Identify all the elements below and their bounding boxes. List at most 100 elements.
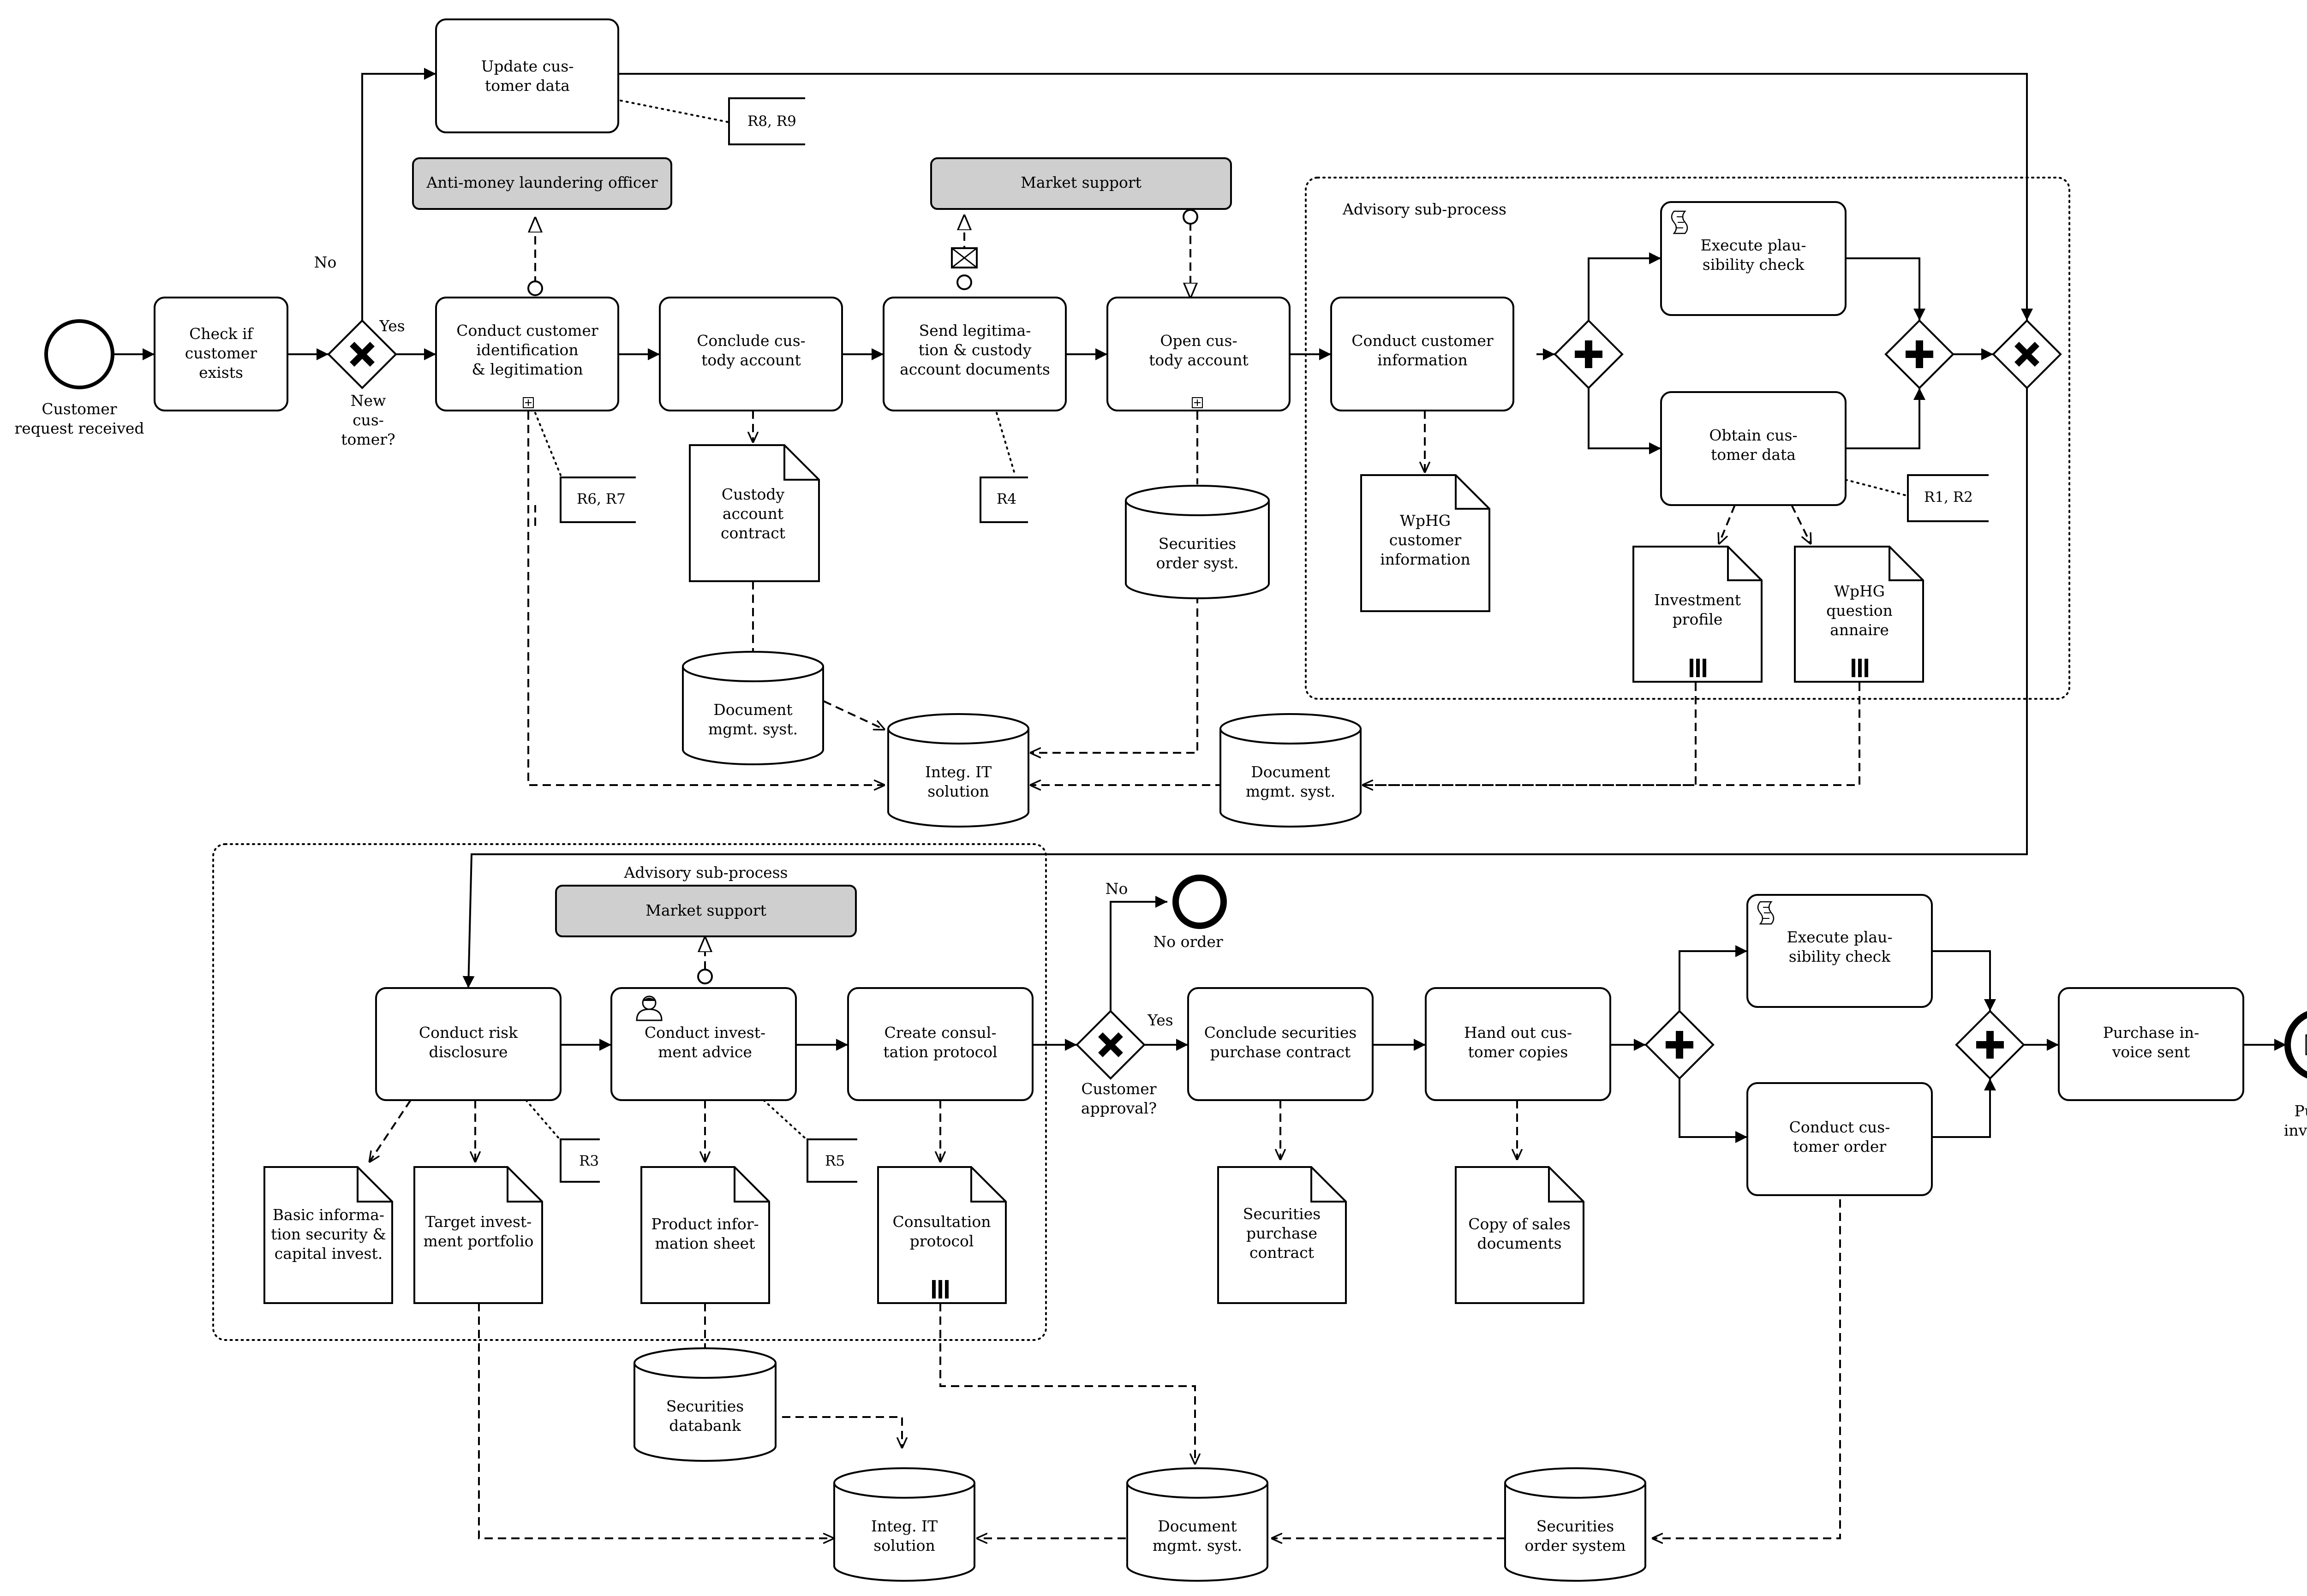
task-obtain-customer-data: Obtain cus-tomer data — [1660, 391, 1847, 506]
parallel-plus-icon — [1906, 340, 1933, 368]
role-market-support-1: Market support — [930, 157, 1232, 210]
gateway-customer-approval — [1076, 1010, 1146, 1080]
svg-text:Product infor-mation sheet: Product infor-mation sheet — [651, 1215, 759, 1252]
advisory-group-1 — [1305, 177, 2070, 700]
collection-marker-icon — [932, 1280, 949, 1298]
exclusive-x-icon — [1098, 1032, 1123, 1057]
svg-text:Open cus-tody account: Open cus-tody account — [1149, 332, 1249, 369]
svg-text:R4: R4 — [997, 491, 1016, 507]
gateway-exclusive-merge — [1992, 319, 2062, 389]
no-order-end-event — [1172, 875, 1227, 929]
task-customer-order: Conduct cus-tomer order — [1746, 1082, 1933, 1196]
message-icon — [951, 247, 978, 268]
svg-text:R8, R9: R8, R9 — [747, 113, 796, 130]
svg-text:R5: R5 — [825, 1153, 845, 1169]
annotation-r5: R5 — [807, 1138, 857, 1183]
flow-label-yes-bottom: Yes — [1147, 1011, 1173, 1029]
subprocess-marker-icon — [523, 397, 534, 408]
svg-text:Conduct invest-ment advice: Conduct invest-ment advice — [645, 1024, 765, 1061]
gateway-parallel-split-2 — [1644, 1010, 1715, 1080]
svg-text:Create consul-tation protocol: Create consul-tation protocol — [883, 1024, 997, 1061]
role-market-support-2: Market support — [555, 885, 857, 937]
end-event-label: Purchaseinvoice sent — [2284, 1102, 2307, 1139]
advisory-group-1-label: Advisory sub-process — [1342, 200, 1506, 218]
task-consultation-protocol: Create consul-tation protocol — [847, 987, 1034, 1101]
task-hand-out-copies: Hand out cus-tomer copies — [1425, 987, 1611, 1101]
exclusive-x-icon — [350, 342, 375, 367]
subprocess-marker-icon — [1192, 397, 1203, 408]
task-plausibility-check-1: Execute plau-sibility check — [1660, 201, 1847, 316]
advisory-group-2 — [212, 843, 1047, 1341]
annotation-r1-r2: R1, R2 — [1907, 474, 1989, 522]
envelope-icon — [2305, 1034, 2307, 1055]
data-associations — [369, 214, 1860, 1538]
script-icon — [1757, 901, 1775, 925]
svg-text:Conclude cus-tody account: Conclude cus-tody account — [697, 332, 806, 369]
task-investment-advice: Conduct invest-ment advice — [610, 987, 797, 1101]
doc-basic-information: Basic informa-tion security &capital inv… — [263, 1166, 393, 1304]
user-task-icon — [636, 995, 663, 1021]
task-plausibility-check-2: Execute plau-sibility check — [1746, 894, 1933, 1008]
parallel-plus-icon — [1666, 1031, 1693, 1059]
flow-label-no: No — [314, 253, 337, 271]
task-update-customer-data: Update cus-tomer data — [435, 18, 619, 133]
start-event — [44, 319, 114, 389]
annotation-r3: R3 — [560, 1138, 600, 1183]
collection-marker-icon — [1690, 659, 1706, 677]
gateway-new-customer — [327, 319, 397, 389]
task-open-custody: Open cus-tody account — [1106, 297, 1291, 411]
script-icon — [1671, 210, 1688, 234]
svg-text:R1, R2: R1, R2 — [1924, 489, 1973, 506]
svg-text:Obtain cus-tomer data: Obtain cus-tomer data — [1709, 426, 1797, 464]
doc-target-portfolio: Target invest-ment portfolio — [413, 1166, 543, 1304]
annotation-r4: R4 — [980, 476, 1028, 523]
gateway-parallel-join-1 — [1884, 319, 1954, 389]
doc-product-information: Product infor-mation sheet — [640, 1166, 770, 1304]
svg-text:Anti-money laundering officer: Anti-money laundering officer — [426, 173, 658, 191]
gateway-parallel-split-1 — [1554, 319, 1624, 389]
svg-text:Purchase in-voice sent: Purchase in-voice sent — [2103, 1024, 2199, 1061]
annotation-r8-r9: R8, R9 — [728, 97, 805, 145]
parallel-plus-icon — [1575, 340, 1602, 368]
exclusive-x-icon — [2014, 342, 2039, 367]
sequence-flows — [114, 68, 2286, 1143]
